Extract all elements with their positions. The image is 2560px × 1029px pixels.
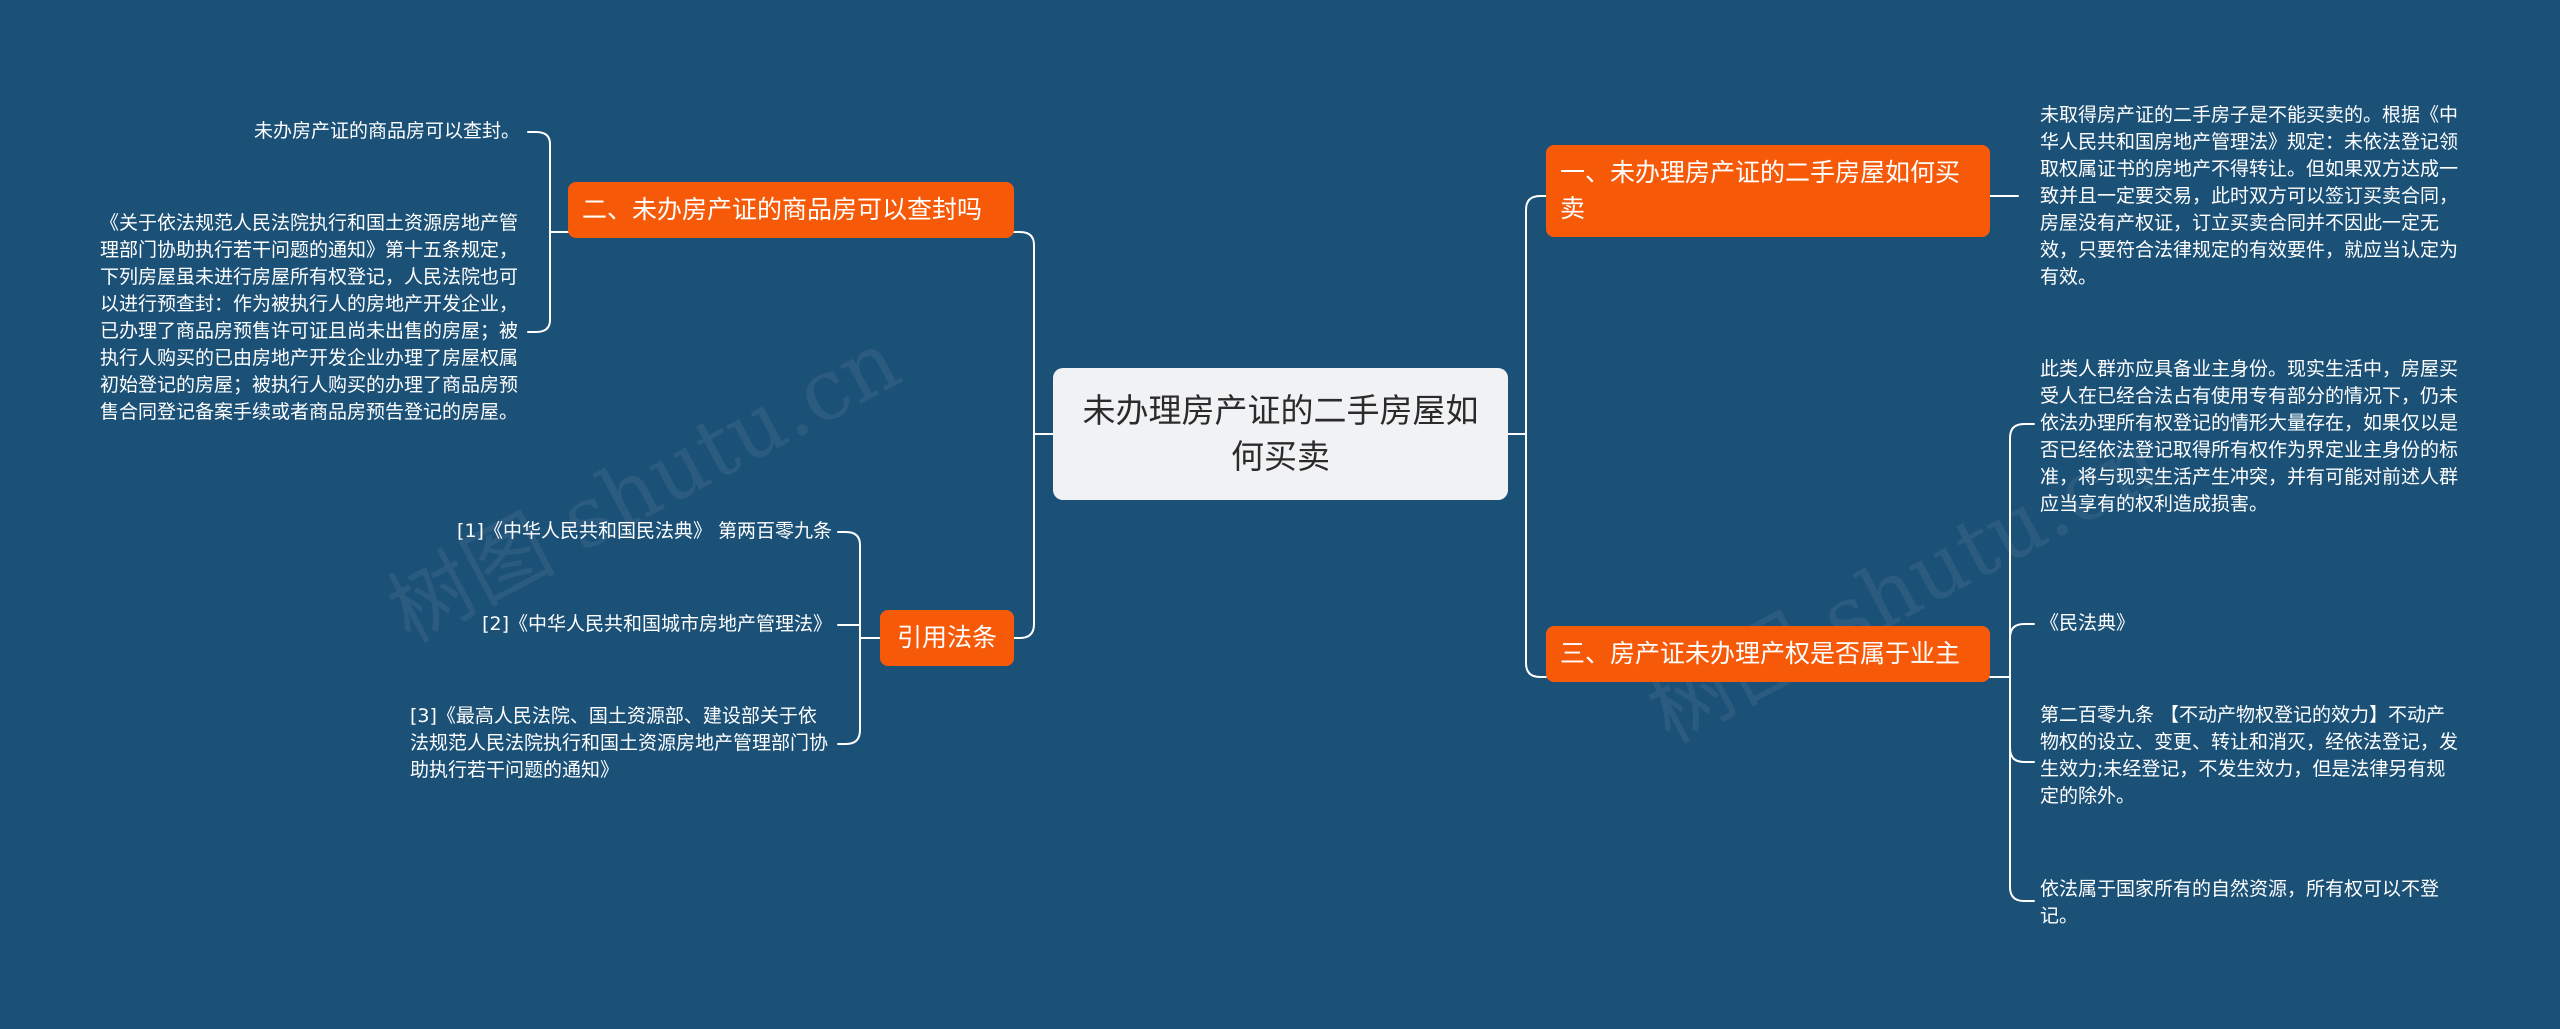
connector-b3-leaf1 [2009, 423, 2035, 678]
leaf-b4-1[interactable]: [1]《中华人民共和国民法典》 第两百零九条 [457, 520, 832, 542]
branch-topic-2-label: 二、未办房产证的商品房可以查封吗 [582, 195, 983, 224]
leaf-b3-3[interactable]: 第二百零九条 【不动产物权登记的效力】不动产物权的设立、变更、转让和消灭，经依法… [2040, 704, 2459, 807]
connector-b3-leaf2 [2009, 623, 2035, 678]
branch-topic-2[interactable]: 二、未办房产证的商品房可以查封吗 [568, 182, 1014, 238]
connector-root-b4 [1013, 433, 1035, 639]
connector-b2-leaf2 [527, 231, 551, 333]
leaf-b4-3[interactable]: [3]《最高人民法院、国土资源部、建设部关于依法规范人民法院执行和国土资源房地产… [410, 705, 829, 781]
branch-topic-4[interactable]: 引用法条 [880, 610, 1014, 666]
connector-b4-leaf3 [837, 637, 861, 745]
branch-topic-1-label: 一、未办理房产证的二手房屋如何买卖 [1560, 158, 1961, 223]
connector-b2-leaf1 [527, 131, 551, 233]
leaf-b2-1[interactable]: 未办房产证的商品房可以查封。 [253, 120, 520, 142]
leaf-b3-1[interactable]: 此类人群亦应具备业主身份。现实生活中，房屋买受人在已经合法占有使用专有部分的情况… [2040, 358, 2459, 515]
root-topic[interactable]: 未办理房产证的二手房屋如何买卖 [1053, 368, 1508, 500]
root-topic-label: 未办理房产证的二手房屋如何买卖 [1082, 391, 1479, 476]
connector-b3-leaf4 [2009, 676, 2035, 902]
branch-topic-3-label: 三、房产证未办理产权是否属于业主 [1560, 639, 1961, 668]
leaf-b3-4[interactable]: 依法属于国家所有的自然资源，所有权可以不登记。 [2040, 878, 2440, 927]
connector-root-b2 [1013, 231, 1054, 435]
connector-b4-leaf1 [837, 531, 861, 639]
connector-root-b3 [1525, 433, 1547, 678]
branch-topic-3[interactable]: 三、房产证未办理产权是否属于业主 [1546, 626, 1990, 682]
connector-root-b1 [1507, 195, 1547, 435]
branch-topic-4-label: 引用法条 [896, 623, 997, 652]
leaf-b2-2[interactable]: 《关于依法规范人民法院执行和国土资源房地产管理部门协助执行若干问题的通知》第十五… [100, 212, 519, 423]
leaf-b1-1[interactable]: 未取得房产证的二手房子是不能买卖的。根据《中华人民共和国房地产管理法》规定：未依… [2040, 104, 2459, 288]
branch-topic-1[interactable]: 一、未办理房产证的二手房屋如何买卖 [1546, 145, 1990, 237]
connector-b3-leaf3 [2009, 676, 2035, 763]
leaf-b4-2[interactable]: [2]《中华人民共和国城市房地产管理法》 [482, 613, 832, 635]
leaf-b3-2[interactable]: 《民法典》 [2040, 612, 2136, 634]
